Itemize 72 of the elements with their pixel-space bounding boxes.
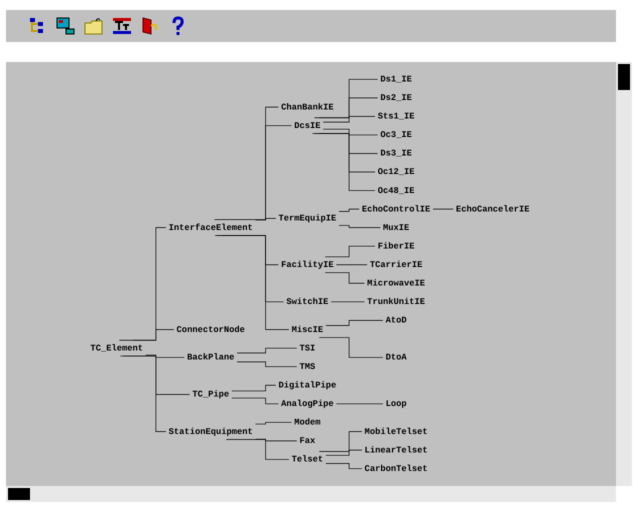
connector: [326, 450, 362, 456]
node-text: EchoCancelerIE: [456, 204, 530, 214]
connector: [432, 208, 454, 210]
connector: [318, 431, 362, 452]
connector: [145, 354, 185, 358]
node-text: AtoD: [386, 315, 407, 326]
node-text: Ds1_IE: [380, 74, 412, 84]
node-text: InterfaceElement: [168, 222, 253, 233]
node-text: MobileTelset: [364, 426, 428, 436]
node-text: Modem: [294, 417, 321, 428]
node-text: SwitchIE: [286, 296, 328, 307]
connector: [326, 320, 384, 326]
node-text: EchoControlIE: [362, 204, 430, 214]
connector: [314, 78, 378, 118]
connector: [330, 301, 365, 302]
connector: [338, 225, 381, 228]
connector: [255, 218, 276, 220]
connector: [336, 264, 368, 266]
connector: [214, 125, 292, 220]
connector: [236, 348, 298, 354]
connector: [232, 398, 279, 404]
node-text: Oc12_IE: [378, 166, 415, 177]
node-text: ChanBankIE: [281, 102, 334, 112]
node-text: DtoA: [386, 352, 407, 362]
node-text: FacilityIE: [281, 260, 334, 270]
connector: [318, 337, 384, 358]
node-text: BackPlane: [187, 352, 234, 362]
node-text: DigitalPipe: [278, 380, 336, 390]
tree-panel: TC_Element InterfaceElement ChanBankIE DcsIE Ds1_IE Ds2_IE Sts1_IE Oc3_IE Ds3_IE Oc12_IE Oc48_IE TermEquipIE EchoControlIE EchoCancelerIE MuxIE FacilityIE FiberIE TCarrierIE MicrowaveIE SwitchIE TrunkUnitIE MiscIE AtoD DtoA ConnectorNode BackPlane TSI TMS TC_Pipe DigitalPipe AnalogPipe Loop StationEquipment Modem Fax Telset MobileTelset LinearTelset CarbonTelset: [6, 62, 616, 486]
connector: [324, 272, 365, 284]
connector: [322, 128, 378, 136]
node-text: Loop: [386, 398, 407, 409]
node-text: ConnectorNode: [176, 324, 245, 335]
node-text: TC_Element: [90, 342, 144, 354]
connector: [226, 439, 290, 460]
connector: [232, 384, 276, 392]
node-text: Oc48_IE: [378, 185, 415, 196]
node-text: DcsIE: [294, 120, 321, 131]
connector: [214, 235, 290, 330]
connector: [312, 133, 376, 191]
connector: [236, 362, 298, 368]
connector: [214, 106, 279, 220]
node-text: TC_Pipe: [192, 389, 230, 400]
node-text: Telset: [292, 454, 324, 464]
node-text: TrunkUnitIE: [367, 296, 426, 307]
connector: [326, 463, 362, 470]
connector: [118, 227, 166, 341]
node-text: MicrowaveIE: [367, 278, 426, 288]
connector: [322, 116, 376, 122]
node-text: MiscIE: [292, 324, 324, 335]
node-text: CarbonTelset: [364, 463, 428, 474]
node-text: Fax: [299, 436, 316, 446]
node-text: TCarrierIE: [370, 260, 422, 270]
node-text: LinearTelset: [364, 444, 428, 456]
node-text: Ds2_IE: [380, 92, 412, 103]
node-text: TMS: [299, 361, 316, 372]
connector: [318, 98, 378, 118]
connector: [255, 422, 292, 424]
connector: [338, 208, 360, 212]
node-text: TermEquipIE: [278, 213, 336, 224]
node-text: Sts1_IE: [378, 111, 415, 122]
node-text: MuxIE: [382, 222, 410, 233]
connector: [133, 329, 174, 341]
node-text: Oc3_IE: [380, 130, 412, 140]
connector: [120, 356, 166, 432]
connector: [336, 403, 384, 404]
node-text: Ds3_IE: [380, 148, 412, 158]
connector: [324, 246, 376, 258]
node-text: TSI: [299, 342, 316, 354]
node-text: AnalogPipe: [281, 398, 334, 409]
node-text: FiberIE: [378, 240, 415, 252]
node-text: StationEquipment: [168, 426, 253, 436]
